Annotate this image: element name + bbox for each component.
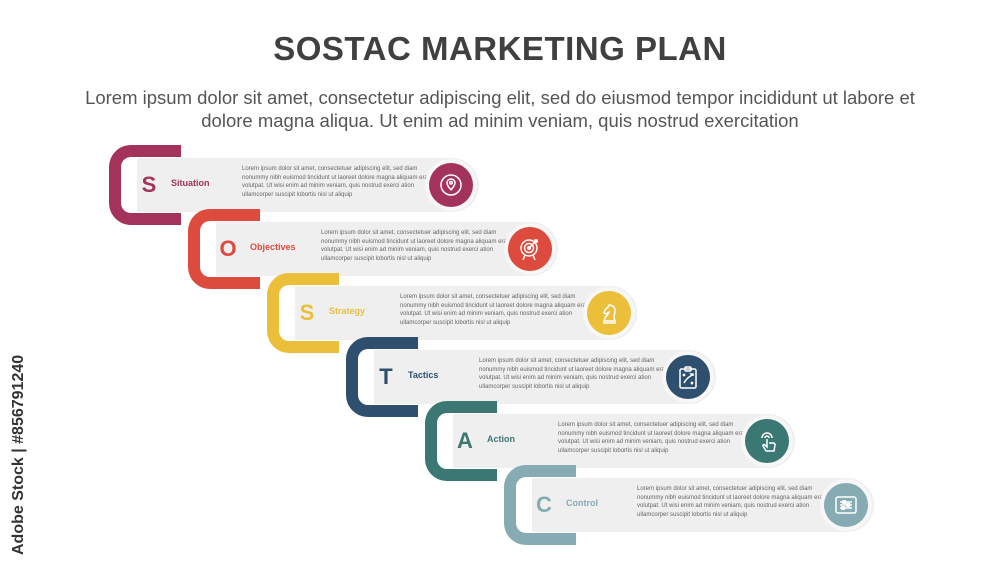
step-bar xyxy=(295,286,637,340)
step-letter: C xyxy=(536,492,552,517)
step-description: Lorem ipsum dolor sit amet, consectetuer… xyxy=(479,358,667,390)
location-orbit-icon xyxy=(429,163,473,207)
chess-knight-icon xyxy=(587,291,631,335)
step-label: Control xyxy=(566,498,598,508)
step-label: Objectives xyxy=(250,242,296,252)
step-description: Lorem ipsum dolor sit amet, consectetuer… xyxy=(558,422,746,454)
page-title: SOSTAC MARKETING PLAN xyxy=(273,30,727,67)
step-control: C Control Lorem ipsum dolor sit amet, co… xyxy=(504,465,874,545)
page-subtitle: Lorem ipsum dolor sit amet, consectetur … xyxy=(85,87,915,131)
step-strategy: S Strategy Lorem ipsum dolor sit amet, c… xyxy=(267,273,637,353)
step-bracket xyxy=(188,209,260,289)
control-sliders-icon xyxy=(824,483,868,527)
step-label: Strategy xyxy=(329,306,366,316)
step-bar xyxy=(374,350,716,404)
step-situation: S Situation Lorem ipsum dolor sit amet, … xyxy=(109,145,479,225)
step-letter: T xyxy=(379,364,393,389)
target-icon xyxy=(508,227,552,271)
clipboard-tactics-icon xyxy=(666,355,710,399)
step-description: Lorem ipsum dolor sit amet, consectetuer… xyxy=(400,294,588,326)
step-letter: A xyxy=(457,428,473,453)
step-letter: O xyxy=(219,236,237,261)
step-bracket xyxy=(425,401,497,481)
step-description: Lorem ipsum dolor sit amet, consectetuer… xyxy=(637,486,825,518)
step-description: Lorem ipsum dolor sit amet, consectetuer… xyxy=(242,166,430,198)
hand-tap-icon xyxy=(745,419,789,463)
step-bracket xyxy=(109,145,181,225)
step-bracket xyxy=(267,273,339,353)
step-bar xyxy=(453,414,795,468)
step-bracket xyxy=(346,337,418,417)
step-letter: S xyxy=(299,300,315,325)
step-label: Action xyxy=(487,434,515,444)
step-tactics: T Tactics Lorem ipsum dolor sit amet, co… xyxy=(346,337,716,417)
step-objectives: O Objectives Lorem ipsum dolor sit amet,… xyxy=(188,209,558,289)
step-bar xyxy=(532,478,874,532)
step-label: Tactics xyxy=(408,370,439,380)
watermark: Adobe Stock | #856791240 xyxy=(10,354,27,555)
step-label: Situation xyxy=(171,178,210,188)
step-bar xyxy=(216,222,558,276)
step-bar xyxy=(137,158,479,212)
step-action: A Action Lorem ipsum dolor sit amet, con… xyxy=(425,401,795,481)
step-description: Lorem ipsum dolor sit amet, consectetuer… xyxy=(321,230,509,262)
step-bracket xyxy=(504,465,576,545)
step-letter: S xyxy=(141,172,157,197)
